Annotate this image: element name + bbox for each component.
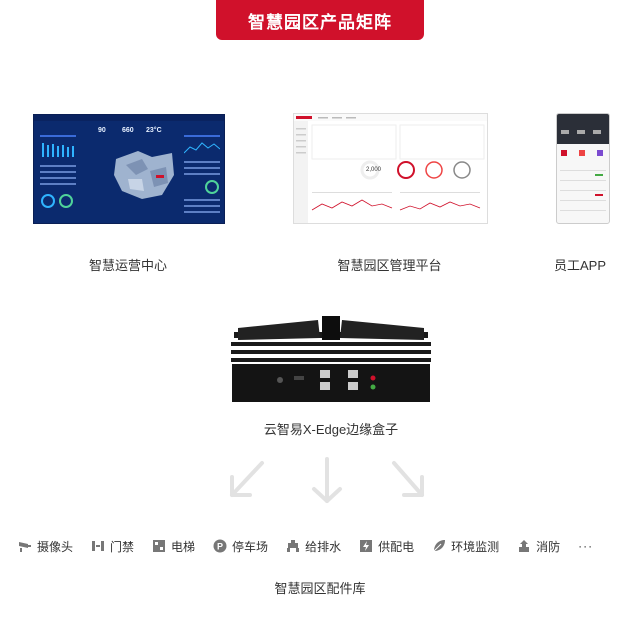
admin-layout [294, 114, 487, 223]
employee-app-screenshot [556, 113, 610, 224]
accessory-camera: 摄像头 [18, 538, 73, 555]
admin-center-value: 2,000 [366, 167, 382, 173]
accessory-power: 供配电 [359, 538, 414, 555]
dashboard-right-panel [184, 135, 220, 213]
accessory-elevator: 电梯 [152, 538, 195, 555]
accessory-label: 供配电 [378, 539, 415, 554]
dashboard-floor-map [114, 151, 174, 199]
parking-icon: P [213, 539, 227, 553]
down-arrows-icon [230, 457, 424, 503]
accessory-label: 摄像头 [37, 539, 74, 554]
accessory-label: 环境监测 [451, 539, 500, 554]
dashboard-topbar [34, 115, 224, 121]
accessory-fire: 消防 [517, 538, 560, 555]
product-label-operations-center: 智慧运营中心 [88, 258, 167, 273]
accessory-list: 摄像头 门禁 电梯 P 停车场 给排水 供配电 环境监测 消防 ··· [18, 537, 628, 555]
water-icon [287, 540, 300, 552]
accessory-door-access: 门禁 [91, 538, 134, 555]
section-title: 智慧园区产品矩阵 [248, 12, 392, 32]
door-access-icon [92, 541, 105, 551]
more-indicator: ··· [578, 539, 594, 553]
camera-icon [19, 542, 31, 552]
accessory-label: 消防 [536, 539, 561, 554]
accessory-label: 电梯 [171, 539, 196, 554]
dashboard-kpi-1: 90 [98, 127, 106, 134]
accessory-label: 给排水 [305, 539, 342, 554]
elevator-icon [153, 540, 166, 552]
product-label-management-platform: 智慧园区管理平台 [337, 258, 442, 273]
leaf-icon [433, 540, 446, 552]
management-platform-screenshot: 2,000 [293, 113, 488, 224]
accessory-label: 门禁 [110, 539, 135, 554]
accessory-water: 给排水 [286, 538, 341, 555]
edge-box-label: 云智易X-Edge边缘盒子 [263, 422, 399, 437]
dashboard-left-panel [40, 135, 76, 208]
fire-icon [519, 540, 530, 552]
accessory-library-title: 智慧园区配件库 [274, 581, 366, 596]
power-icon [360, 540, 373, 552]
section-title-banner: 智慧园区产品矩阵 [216, 0, 424, 40]
dashboard-kpi-2: 660 [122, 127, 134, 134]
operations-center-screenshot: 90 660 23°C [33, 114, 225, 224]
edge-box-image [231, 316, 431, 402]
accessory-label: 停车场 [232, 539, 269, 554]
accessory-parking: P 停车场 [213, 538, 268, 555]
product-label-employee-app: 员工APP [553, 258, 606, 273]
dashboard-kpi-3: 23°C [146, 127, 162, 134]
accessory-environment: 环境监测 [432, 538, 499, 555]
svg-text:P: P [217, 542, 223, 552]
phone-layout [557, 114, 609, 211]
